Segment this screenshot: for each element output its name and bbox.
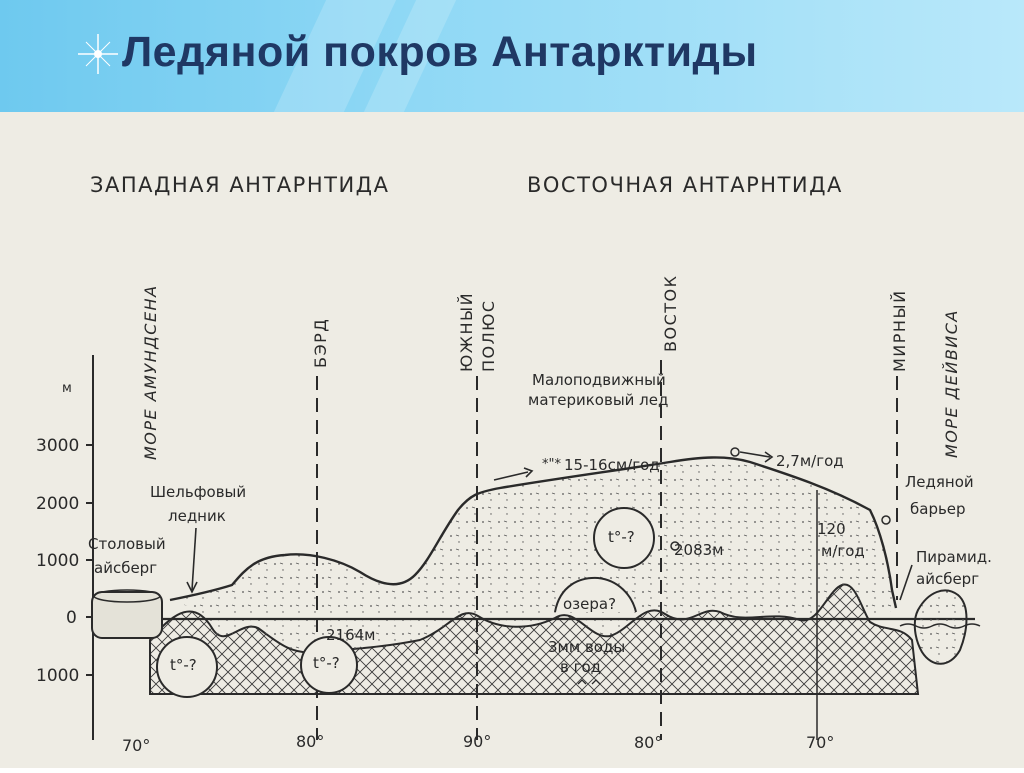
page-title: Ледяной покров Антарктиды — [122, 28, 758, 76]
stable-ice-label-1: Малоподвижный — [532, 371, 666, 389]
ice-barrier-label-2: барьер — [910, 500, 966, 518]
flow-arrow — [493, 471, 529, 481]
table-iceberg-top — [93, 589, 161, 603]
pointer-arrow-head — [186, 581, 198, 594]
vostok-label: ВОСТОК — [661, 275, 680, 352]
vostok-depth-label: 2083м — [674, 541, 724, 559]
davis-sea-label: МОРЕ ДЕЙВИСА — [942, 309, 961, 458]
barrier-marker — [881, 515, 891, 525]
pointer-arrow — [899, 564, 913, 601]
water-label-2: в год — [560, 658, 601, 676]
water-label-1: 3мм воды — [548, 638, 625, 656]
cross-section-svg: ЗАПАДНАЯ АНТАРНТИДА ВОСТОЧНАЯ АНТАРНТИДА… — [36, 173, 992, 755]
byrd-label: БЭРД — [311, 318, 330, 368]
lake-dome — [554, 576, 637, 613]
temp-label: t°-? — [608, 528, 635, 546]
y-tick-label: 1000 — [36, 551, 79, 571]
speed-label-3a: 120 — [817, 520, 846, 538]
speed-label-3b: м/год — [821, 542, 865, 560]
speed-label-1: 15-16см/год — [564, 456, 660, 474]
lakes-label: озера? — [563, 595, 616, 613]
amundsen-sea-label: МОРЕ АМУНДСЕНА — [141, 284, 160, 460]
flow-arrow — [739, 451, 771, 458]
byrd-depth-label: 2164м — [326, 626, 376, 644]
table-iceberg-label-2: айсберг — [94, 559, 157, 577]
y-tick-label: 1000 — [36, 666, 79, 686]
shelf-glacier-label-1: Шельфовый — [150, 483, 246, 501]
shelf-glacier-label-2: ледник — [168, 507, 226, 525]
flow-arrow-head — [764, 451, 774, 463]
x-tick-label: 70° — [122, 736, 150, 755]
temp-label: t°-? — [170, 656, 197, 674]
stable-ice-label-2: материковый лед — [528, 391, 668, 409]
ice-sheet-fill — [170, 457, 896, 653]
region-west-label: ЗАПАДНАЯ АНТАРНТИДА — [90, 173, 389, 197]
region-east-label: ВОСТОЧНАЯ АНТАРНТИДА — [527, 173, 843, 197]
temp-circle — [300, 636, 358, 694]
pyramid-iceberg-label-1: Пирамид. — [916, 548, 992, 566]
x-tick-label: 90° — [463, 732, 491, 751]
speed-label-2: 2,7м/год — [776, 452, 844, 470]
y-tick-label: 2000 — [36, 494, 79, 514]
south-pole-label-1: ЮЖНЫЙ — [457, 292, 476, 372]
y-tick-label: 0 — [66, 608, 77, 628]
pointer-arrow — [191, 527, 197, 591]
pyramid-iceberg — [913, 589, 968, 665]
flow-arrow-head — [523, 467, 534, 478]
pyramid-iceberg-label-2: айсберг — [916, 570, 979, 588]
temp-label: t°-? — [313, 654, 340, 672]
table-iceberg-label-1: Столовый — [88, 535, 166, 553]
south-pole-label-2: ПОЛЮС — [479, 299, 498, 372]
vostok-marker — [670, 541, 680, 551]
y-axis-unit: м — [62, 381, 72, 396]
y-tick-label: 3000 — [36, 436, 79, 456]
x-tick-label: 80° — [634, 733, 662, 752]
table-iceberg — [91, 591, 163, 639]
flow-marks: *"* — [542, 457, 561, 472]
title-banner: Ледяной покров Антарктиды — [0, 0, 1024, 112]
sparkle-icon — [78, 34, 118, 74]
melt-marks — [577, 679, 601, 685]
ice-sheet-diagram: ЗАПАДНАЯ АНТАРНТИДА ВОСТОЧНАЯ АНТАРНТИДА… — [0, 112, 1024, 768]
ice-barrier-label-1: Ледяной — [905, 473, 974, 491]
temp-circle — [156, 636, 218, 698]
mirny-label: МИРНЫЙ — [890, 289, 909, 372]
x-tick-label: 80° — [296, 732, 324, 751]
x-tick-label: 70° — [806, 733, 834, 752]
temp-circle — [593, 507, 655, 569]
flow-marker — [730, 447, 740, 457]
